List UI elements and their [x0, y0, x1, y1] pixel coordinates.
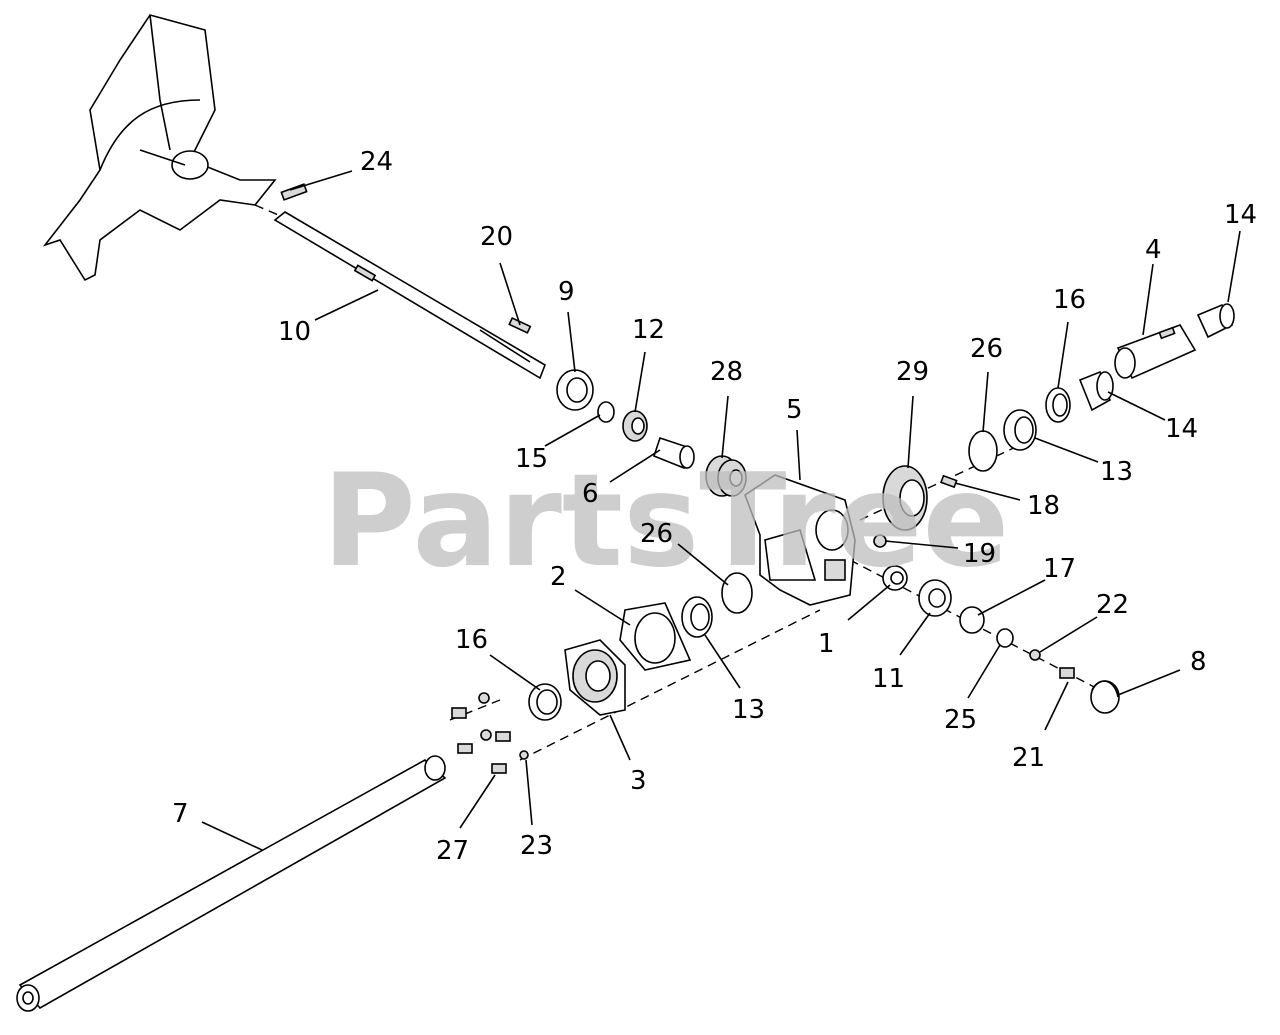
part-label: 9 [558, 277, 575, 307]
part-label: 15 [515, 444, 548, 474]
part-label: 25 [944, 705, 977, 735]
part-label: 1 [818, 629, 835, 659]
part-label: 29 [896, 357, 929, 387]
impeller-part [42, 14, 277, 282]
seal-part [1003, 409, 1037, 451]
part-label: 13 [732, 695, 765, 725]
bolt-part [1059, 667, 1075, 679]
part-label: 19 [963, 539, 996, 569]
ring-part [528, 683, 562, 721]
spacer-part [653, 436, 695, 470]
part-label: 28 [710, 357, 743, 387]
bushing-part [1078, 370, 1114, 412]
washer-part [721, 572, 753, 614]
seal-part [681, 596, 713, 638]
part-label: 8 [1190, 647, 1207, 677]
long-shaft-part [16, 755, 447, 1012]
cap-part [1090, 680, 1120, 714]
ring-part [597, 401, 615, 423]
cover-part [564, 639, 626, 716]
part-label: 2 [550, 562, 567, 592]
part-label: 7 [172, 799, 189, 829]
part-label: 16 [455, 625, 488, 655]
leader-lines [201, 170, 1241, 851]
bushing-part [1196, 303, 1235, 339]
part-label: 12 [632, 315, 665, 345]
part-label: 22 [1096, 590, 1129, 620]
gearbox-housing-part [744, 474, 856, 606]
key-part [280, 183, 308, 201]
washer-part [996, 628, 1014, 648]
part-label: 4 [1145, 235, 1162, 265]
part-label: 11 [872, 664, 905, 694]
watermark: PartsTree [322, 447, 1009, 596]
part-label: 18 [1027, 491, 1060, 521]
part-labels: 24 20 10 9 12 15 28 6 5 29 26 16 4 14 14… [172, 147, 1257, 866]
key-part [508, 316, 532, 334]
part-label: 27 [436, 836, 469, 866]
part-label: 23 [520, 831, 553, 861]
gear-part [622, 410, 648, 442]
part-label: 24 [360, 147, 393, 177]
part-label: 14 [1224, 200, 1257, 230]
part-label: 17 [1043, 554, 1076, 584]
part-label: 20 [480, 222, 513, 252]
part-label: 21 [1012, 743, 1045, 773]
part-label: 26 [640, 519, 673, 549]
part-label: 10 [278, 317, 311, 347]
sleeve-part [1114, 324, 1197, 380]
part-label: 26 [970, 334, 1003, 364]
part-label: 14 [1165, 414, 1198, 444]
bearing-part [918, 579, 952, 617]
part-label: 6 [582, 479, 599, 509]
bushing-part [882, 565, 908, 591]
gear-part [882, 465, 928, 531]
part-label: 13 [1100, 457, 1133, 487]
nut-part [1029, 649, 1041, 661]
shaft-part [273, 211, 546, 380]
gasket-part [619, 602, 692, 671]
worm-gear-part [705, 455, 747, 497]
ring-part [1045, 387, 1071, 423]
part-label: 3 [630, 766, 647, 796]
part-label: 16 [1053, 285, 1086, 315]
part-label: 5 [786, 395, 803, 425]
bearing-part [556, 369, 594, 411]
bolt-part [451, 692, 529, 774]
ring-part [959, 606, 985, 634]
